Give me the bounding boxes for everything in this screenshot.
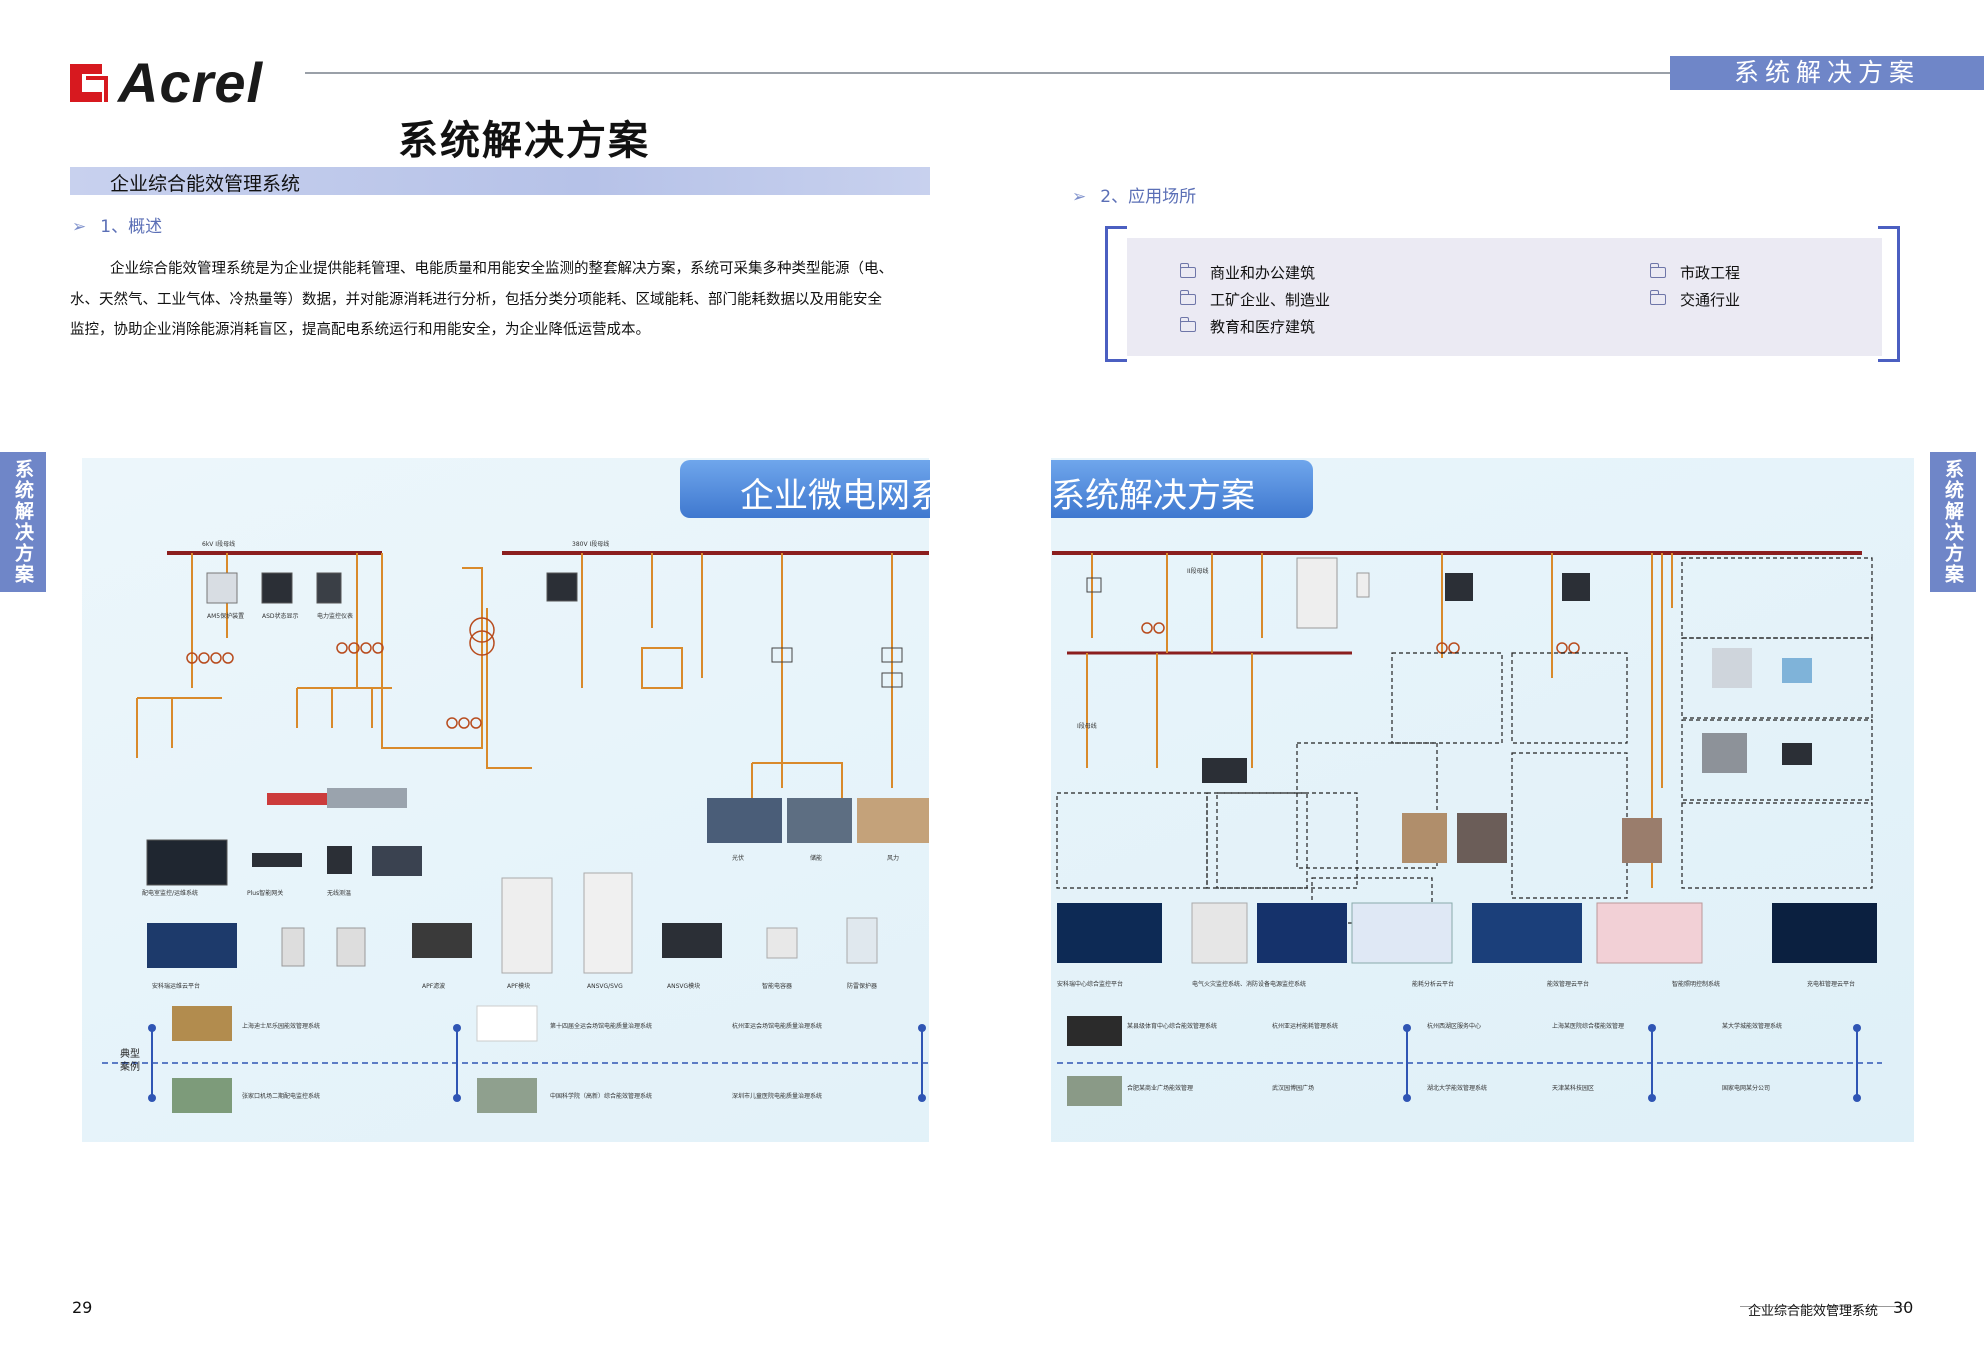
side-tab-left: 系统解决方案	[0, 452, 46, 592]
row-label: ANSVG模块	[667, 982, 700, 990]
application-item: 交通行业	[1649, 289, 1740, 310]
case-label: 上海迪士尼乐园能效管理系统	[242, 1022, 320, 1030]
header-divider	[305, 72, 1670, 74]
page-gutter	[929, 450, 1051, 1150]
section-tag: 系统解决方案	[1670, 56, 1984, 90]
application-heading: ➢2、应用场所	[1072, 187, 1197, 207]
logo-mark-icon	[68, 62, 110, 104]
row-label: 智能电容器	[762, 982, 792, 990]
case-label: 某县级体育中心综合能效管理系统	[1127, 1022, 1217, 1030]
case-label: 湖北大学能效管理系统	[1427, 1084, 1487, 1092]
arrow-right-icon: ➢	[72, 217, 87, 237]
row-label: 配电室监控/运维系统	[142, 889, 198, 897]
footer-title: 企业综合能效管理系统	[1748, 1304, 1879, 1319]
energy-label: 光伏	[732, 854, 744, 862]
case-label: 某大学城能效管理系统	[1722, 1022, 1782, 1030]
platform-label: 安科瑞中心综合监控平台	[1057, 980, 1123, 988]
application-item: 教育和医疗建筑	[1179, 316, 1315, 337]
row-label: 防雷保护器	[847, 982, 877, 990]
case-label: 张家口机场二期配电监控系统	[242, 1092, 320, 1100]
platform-label: 电气火灾监控系统、消防设备电源监控系统	[1192, 980, 1306, 988]
section-title: 企业综合能效管理系统	[110, 173, 301, 195]
platform-label: 充电桩管理云平台	[1807, 980, 1855, 988]
folder-icon	[1649, 290, 1666, 305]
folder-icon	[1179, 290, 1196, 305]
device-label: AM5保护装置	[207, 612, 244, 620]
page-title: 系统解决方案	[398, 118, 650, 164]
case-label: 深圳市儿童医院电能质量治理系统	[732, 1092, 822, 1100]
section-title-bar: 企业综合能效管理系统	[70, 167, 930, 195]
case-label: 合肥某商业广场能效管理	[1127, 1084, 1193, 1092]
application-item: 工矿企业、制造业	[1179, 289, 1330, 310]
row-label: 安科瑞运维云平台	[152, 982, 200, 990]
case-label: 上海某医院综合楼能效管理	[1552, 1022, 1624, 1030]
case-label: 武汉园博园广场	[1272, 1084, 1314, 1092]
bus-label: 6kV I段母线	[202, 540, 235, 548]
diagram-banner-right: 系统解决方案	[1051, 460, 1313, 518]
bus-label: II段母线	[1187, 567, 1209, 575]
footer-divider	[1740, 1306, 1910, 1307]
bus-label: I段母线	[1077, 722, 1097, 730]
row-label: ANSVG/SVG	[587, 983, 623, 990]
case-label: 第十四届全运会场馆电能质量治理系统	[550, 1022, 652, 1030]
platform-label: 能耗分析云平台	[1412, 980, 1454, 988]
folder-icon	[1179, 263, 1196, 278]
brand-logo: Acrel	[68, 50, 263, 115]
row-label: APF模块	[507, 982, 530, 990]
platform-label: 智能照明控制系统	[1672, 980, 1720, 988]
overview-line: 水、天然气、工业气体、冷热量等）数据，并对能源消耗进行分析，包括分类分项能耗、区…	[70, 291, 882, 308]
bus-label: 380V I段母线	[572, 540, 609, 548]
case-label: 天津某科技园区	[1552, 1084, 1594, 1092]
overview-heading: ➢1、概述	[72, 217, 163, 237]
bracket-left	[1105, 226, 1127, 362]
folder-icon	[1179, 317, 1196, 332]
side-tab-right: 系统解决方案	[1930, 452, 1976, 592]
bracket-right	[1878, 226, 1900, 362]
folder-icon	[1649, 263, 1666, 278]
typical-cases-label: 典型 案例	[120, 1049, 140, 1073]
case-label: 杭州亚运会场馆电能质量治理系统	[732, 1022, 822, 1030]
application-item: 市政工程	[1649, 262, 1740, 283]
page-number-right: 30	[1893, 1298, 1914, 1317]
diagram-banner-left: 企业微电网系	[680, 460, 930, 518]
case-label: 国家电网某分公司	[1722, 1084, 1770, 1092]
case-label: 杭州亚运村能耗管理系统	[1272, 1022, 1338, 1030]
overview-line: 企业综合能效管理系统是为企业提供能耗管理、电能质量和用能安全监测的整套解决方案，…	[110, 261, 893, 277]
row-label: 无线测温	[327, 889, 351, 897]
case-label: 杭州西湖区服务中心	[1427, 1022, 1481, 1030]
energy-label: 风力	[887, 854, 899, 862]
case-label: 中国科学院（高新）综合能效管理系统	[550, 1092, 652, 1100]
device-label: ASD状态显示	[262, 612, 299, 620]
application-item: 商业和办公建筑	[1179, 262, 1315, 283]
row-label: APF滤波	[422, 982, 445, 990]
arrow-right-icon: ➢	[1072, 187, 1087, 207]
energy-label: 储能	[810, 854, 822, 862]
device-label: 电力监控仪表	[317, 612, 353, 620]
page-number-left: 29	[72, 1298, 93, 1317]
application-box	[1127, 238, 1882, 356]
row-label: Plus智能网关	[247, 889, 283, 897]
overview-paragraph: 企业综合能效管理系统是为企业提供能耗管理、电能质量和用能安全监测的整套解决方案，…	[70, 254, 925, 346]
platform-label: 能效管理云平台	[1547, 980, 1589, 988]
overview-line: 监控，协助企业消除能源消耗盲区，提高配电系统运行和用能安全，为企业降低运营成本。	[70, 322, 650, 338]
logo-text: Acrel	[118, 51, 264, 114]
